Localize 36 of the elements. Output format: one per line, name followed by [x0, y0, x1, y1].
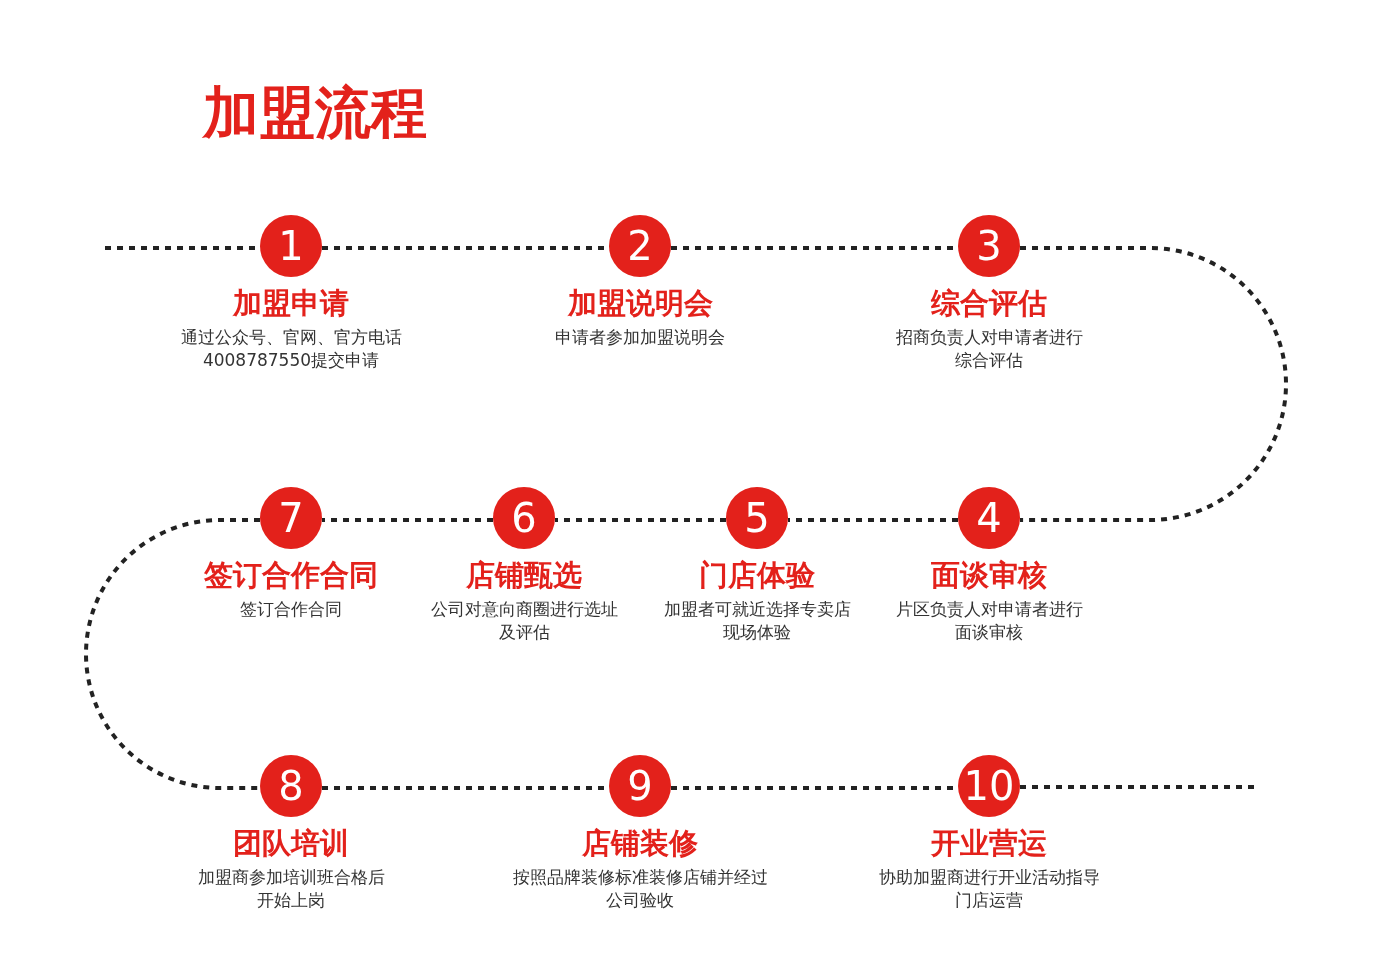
number-circle: 1 — [260, 215, 322, 277]
step-description: 按照品牌装修标准装修店铺并经过公司验收 — [511, 866, 769, 912]
step-heading: 综合评估 — [930, 285, 1048, 322]
number-circle: 3 — [958, 215, 1020, 277]
dotted-connector — [1020, 246, 1288, 522]
step-heading: 面谈审核 — [930, 557, 1048, 594]
step-description: 申请者参加加盟说明会 — [554, 326, 726, 349]
step-description: 通过公众号、官网、官方电话4008787550提交申请 — [179, 326, 403, 372]
step-heading: 门店体验 — [698, 557, 816, 594]
number-circle: 2 — [609, 215, 671, 277]
step-heading: 开业营运 — [930, 825, 1048, 862]
step-description: 加盟商参加培训班合格后开始上岗 — [196, 866, 386, 912]
dotted-connector — [555, 518, 726, 522]
step-description: 加盟者可就近选择专卖店现场体验 — [662, 598, 852, 644]
step-heading: 加盟说明会 — [566, 285, 714, 322]
number-circle: 8 — [260, 755, 322, 817]
step-heading: 加盟申请 — [231, 285, 350, 322]
number-circle: 4 — [958, 487, 1020, 549]
step-heading: 签订合作合同 — [203, 557, 379, 594]
step-heading: 团队培训 — [232, 825, 350, 862]
number-circle: 5 — [726, 487, 788, 549]
step-description: 片区负责人对申请者进行面谈审核 — [894, 598, 1084, 644]
dotted-connector — [84, 518, 260, 790]
step-description: 协助加盟商进行开业活动指导门店运营 — [877, 866, 1101, 912]
dotted-connector — [322, 518, 493, 522]
step-description: 招商负责人对申请者进行综合评估 — [894, 326, 1084, 372]
number-circle: 7 — [260, 487, 322, 549]
step-heading: 店铺甄选 — [465, 557, 583, 594]
number-circle: 6 — [493, 487, 555, 549]
step-heading: 店铺装修 — [581, 825, 699, 862]
step-description: 签订合作合同 — [239, 598, 343, 621]
number-circle: 10 — [958, 755, 1020, 817]
number-circle: 9 — [609, 755, 671, 817]
dotted-connector — [788, 518, 958, 522]
title: 加盟流程 — [203, 79, 427, 147]
step-description: 公司对意向商圈进行选址及评估 — [429, 598, 619, 644]
